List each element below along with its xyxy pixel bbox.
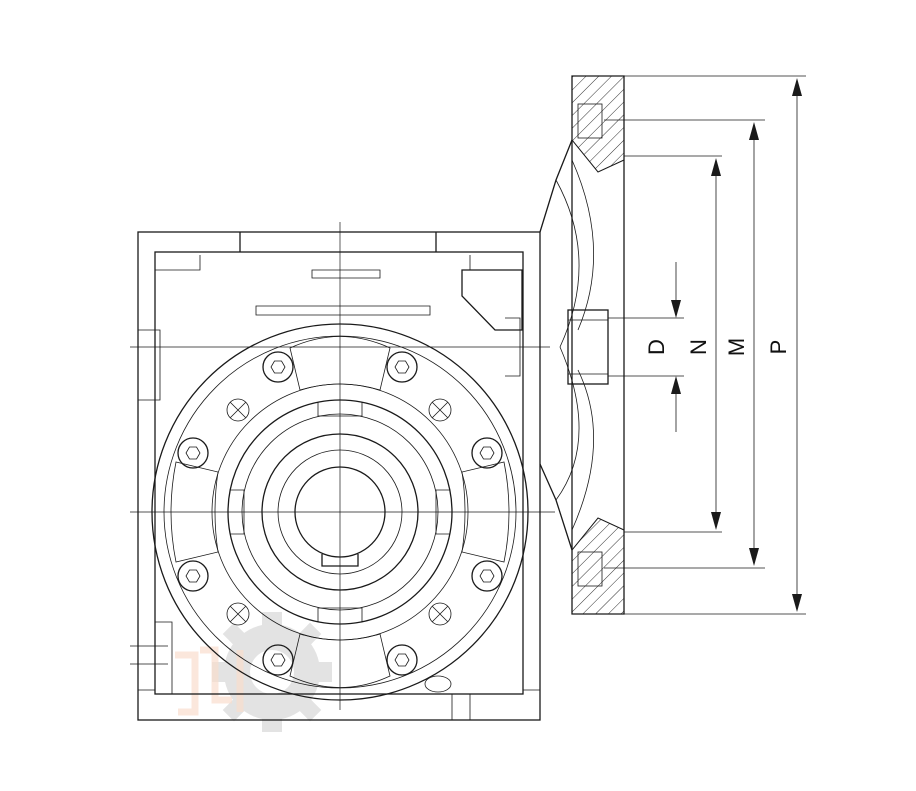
watermark: [175, 612, 332, 732]
arrow-up-icon: [671, 376, 681, 394]
bolt-hex-icon: [262, 351, 294, 383]
input-flange: [539, 75, 625, 615]
center-lines: [130, 222, 555, 710]
screw-holes: [226, 398, 452, 626]
bolt-hex-icon: [262, 644, 294, 676]
watermark-mark: [175, 646, 244, 716]
screw-hole-icon: [428, 602, 452, 626]
dim-label-n: N: [686, 339, 711, 355]
end-cover: [151, 323, 529, 701]
arrow-up-icon: [792, 78, 802, 96]
dim-label-m: M: [724, 338, 749, 356]
bolt-hex-icon: [386, 644, 418, 676]
gear-icon: [212, 612, 332, 732]
dimension-lines: [671, 78, 802, 612]
bolt-hex-icon: [177, 560, 209, 592]
screw-hole-icon: [226, 398, 250, 422]
arrow-up-icon: [749, 122, 759, 140]
arrow-down-icon: [671, 300, 681, 318]
bolt-hex-icon: [177, 437, 209, 469]
arrow-down-icon: [711, 512, 721, 530]
arrow-up-icon: [711, 158, 721, 176]
dim-label-d: D: [644, 339, 669, 355]
extension-lines: [604, 75, 806, 615]
housing: [130, 231, 541, 721]
arrow-down-icon: [749, 548, 759, 566]
screw-hole-icon: [428, 398, 452, 422]
screw-hole-icon: [226, 602, 250, 626]
bolt-hex-icon: [386, 351, 418, 383]
bolt-hex-icon: [471, 560, 503, 592]
hex-bolts: [177, 351, 503, 676]
dim-label-p: P: [766, 340, 791, 355]
dimension-labels: D N M P: [644, 338, 791, 356]
bolt-hex-icon: [471, 437, 503, 469]
arrow-down-icon: [792, 594, 802, 612]
